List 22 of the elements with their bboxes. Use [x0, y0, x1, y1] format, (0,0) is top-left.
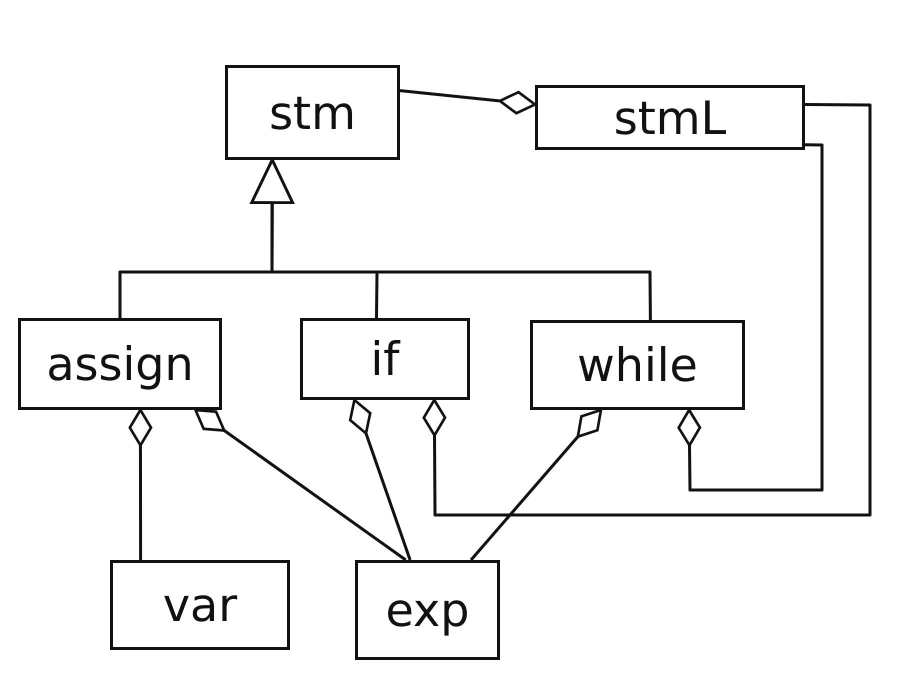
- class-box: [225, 65, 400, 160]
- class-name: if: [370, 332, 400, 386]
- class-name: var: [162, 578, 238, 632]
- class-box: [530, 320, 745, 410]
- class-box: [535, 85, 805, 150]
- class-name: while: [577, 338, 698, 392]
- aggregation-line: [470, 408, 602, 561]
- aggregation-line: [128, 408, 152, 560]
- aggregation-line: [400, 89, 536, 115]
- class-box: [300, 318, 470, 400]
- class-box: [355, 560, 500, 660]
- aggregation-line: [194, 408, 407, 562]
- aggregation-line: [677, 143, 824, 492]
- aggregation-line: [422, 103, 872, 516]
- aggregation-line: [348, 398, 412, 560]
- class-box: [18, 318, 222, 410]
- class-name: exp: [386, 583, 470, 637]
- class-box: [110, 560, 290, 650]
- inheritance-arrow: [250, 158, 652, 320]
- class-name: stm: [269, 86, 356, 140]
- class-name: stmL: [614, 90, 726, 144]
- class-name: assign: [46, 337, 194, 391]
